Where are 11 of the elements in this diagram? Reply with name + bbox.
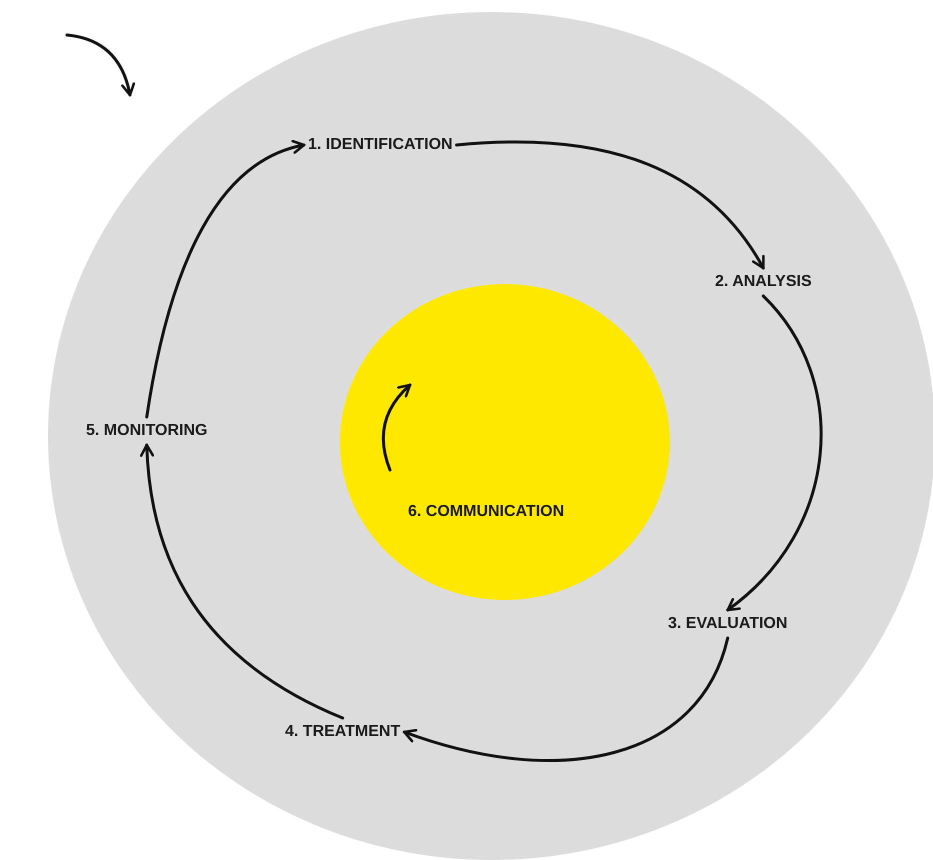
arrow	[726, 294, 822, 612]
stage-label: 3. EVALUATION	[668, 614, 788, 634]
arrow	[455, 140, 765, 270]
stage-label: 5. MONITORING	[86, 421, 208, 441]
arrow	[140, 444, 344, 720]
arrow	[145, 140, 306, 418]
arrow	[402, 636, 730, 762]
stage-label: 4. TREATMENT	[285, 722, 400, 742]
stage-label: 2. ANALYSIS	[715, 272, 812, 292]
stage-label: 1. IDENTIFICATION	[308, 135, 453, 155]
stage-label: 6. COMMUNICATION	[408, 502, 564, 522]
